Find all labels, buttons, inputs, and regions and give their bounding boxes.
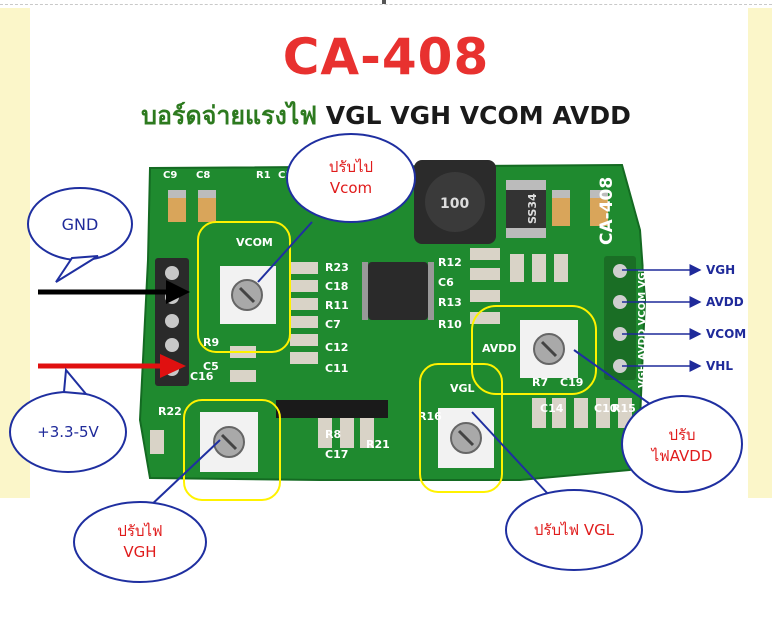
vin-arrow <box>38 354 186 378</box>
silk-vcom: VCOM <box>236 236 273 249</box>
schottky-diode <box>506 180 546 238</box>
silk-c11: C11 <box>325 362 348 375</box>
silk-diode: SS34 <box>526 193 539 224</box>
smd-components <box>150 248 632 454</box>
callout-avdd-text: ปรับ ไฟAVDD <box>626 420 738 472</box>
silk-c5: C5 <box>203 360 219 373</box>
silk-c12: C12 <box>325 341 348 354</box>
callout-vgh-bubble <box>73 501 207 583</box>
right-margin-strip <box>748 8 772 498</box>
highlight-vgh <box>183 399 281 501</box>
gnd-arrow <box>38 280 190 304</box>
page-subtitle: บอร์ดจ่ายแรงไฟ VGL VGH VCOM AVDD <box>0 96 772 136</box>
regulator-ic <box>362 262 434 320</box>
middle-pin-row <box>276 400 388 418</box>
inductor <box>414 160 496 244</box>
callout-vcom-text: ปรับไป Vcom <box>290 152 412 204</box>
top-divider <box>0 4 772 6</box>
silk-c7: C7 <box>325 318 341 331</box>
output-vcom-label: VCOM <box>706 327 747 341</box>
output-avdd-label: AVDD <box>706 295 744 309</box>
callout-avdd-bubble <box>621 395 743 493</box>
trimmer-vcom <box>220 266 276 324</box>
silk-r16: R16 <box>418 410 442 423</box>
silk-c10: R15 <box>612 402 636 415</box>
silk-r21: R21 <box>366 438 390 451</box>
right-pin-header <box>604 256 636 380</box>
silk-r1: R1 <box>256 170 271 181</box>
silk-r11: R11 <box>325 299 349 312</box>
callout-vin-text: +3.3-5V <box>37 422 99 441</box>
silk-c17: C17 <box>325 448 348 461</box>
silk-r22: R22 <box>158 405 182 418</box>
silk-c14: C10 <box>594 402 618 415</box>
highlight-vcom <box>197 221 291 353</box>
trimmer-vgl <box>438 408 494 468</box>
highlight-vgl <box>419 363 503 493</box>
callout-vgh-line1: ปรับไฟ <box>117 522 163 540</box>
tantalum-capacitors <box>168 190 608 226</box>
silk-c8: C8 <box>196 170 210 181</box>
silk-c6: C6 <box>438 276 454 289</box>
silk-avdd: AVDD <box>482 342 517 355</box>
silk-r12: R12 <box>438 256 462 269</box>
callout-vin-tail <box>62 367 89 396</box>
output-vgh-label: VGH <box>706 263 736 277</box>
highlight-outlines <box>183 221 597 501</box>
silk-r10: R10 <box>438 318 462 331</box>
highlight-avdd <box>471 305 597 395</box>
top-marker <box>382 0 386 4</box>
callout-vgh-text: ปรับไฟ VGH <box>78 514 202 570</box>
silk-r13: R13 <box>438 296 462 309</box>
output-vhl-label: VHL <box>706 359 733 373</box>
silk-c3: C3 <box>278 170 292 181</box>
callout-vgl-bubble <box>505 489 643 571</box>
subtitle-thai: บอร์ดจ่ายแรงไฟ <box>141 101 318 130</box>
silk-r8: R8 <box>325 428 341 441</box>
callout-avdd-line2: ไฟAVDD <box>651 447 713 465</box>
silk-c9: C9 <box>163 170 177 181</box>
silk-r23: R23 <box>325 261 349 274</box>
silk-r7: C14 <box>540 402 564 415</box>
trimmer-vgh <box>200 412 258 472</box>
callout-gnd-tail <box>55 255 99 283</box>
output-arrows <box>622 264 702 372</box>
callout-vcom-line2: Vcom <box>329 179 373 197</box>
silk-c19: R7 <box>532 376 548 389</box>
silk-r9: R9 <box>203 336 219 349</box>
callout-avdd-line1: ปรับ <box>668 426 696 444</box>
silk-pin-side: VGH AVDD VCOM VGL <box>637 265 648 388</box>
silk-model: CA-408 <box>597 177 617 245</box>
silk-inductor: 100 <box>440 196 469 212</box>
callout-gnd-text: GND <box>61 214 99 234</box>
callout-vcom-line1: ปรับไป <box>328 158 374 176</box>
silk-c16: C16 <box>190 370 214 383</box>
callout-vgh-line2: VGH <box>123 543 157 561</box>
trimmer-avdd <box>520 320 578 378</box>
callout-vcom-bubble <box>286 133 416 223</box>
callout-vgl-text: ปรับไฟ VGL <box>533 520 615 539</box>
silk-r17: C19 <box>560 376 583 389</box>
silk-c18: C18 <box>325 280 348 293</box>
subtitle-latin: VGL VGH VCOM AVDD <box>325 101 631 130</box>
silk-vgl: VGL <box>450 382 475 395</box>
page-title: CA-408 <box>282 28 490 86</box>
